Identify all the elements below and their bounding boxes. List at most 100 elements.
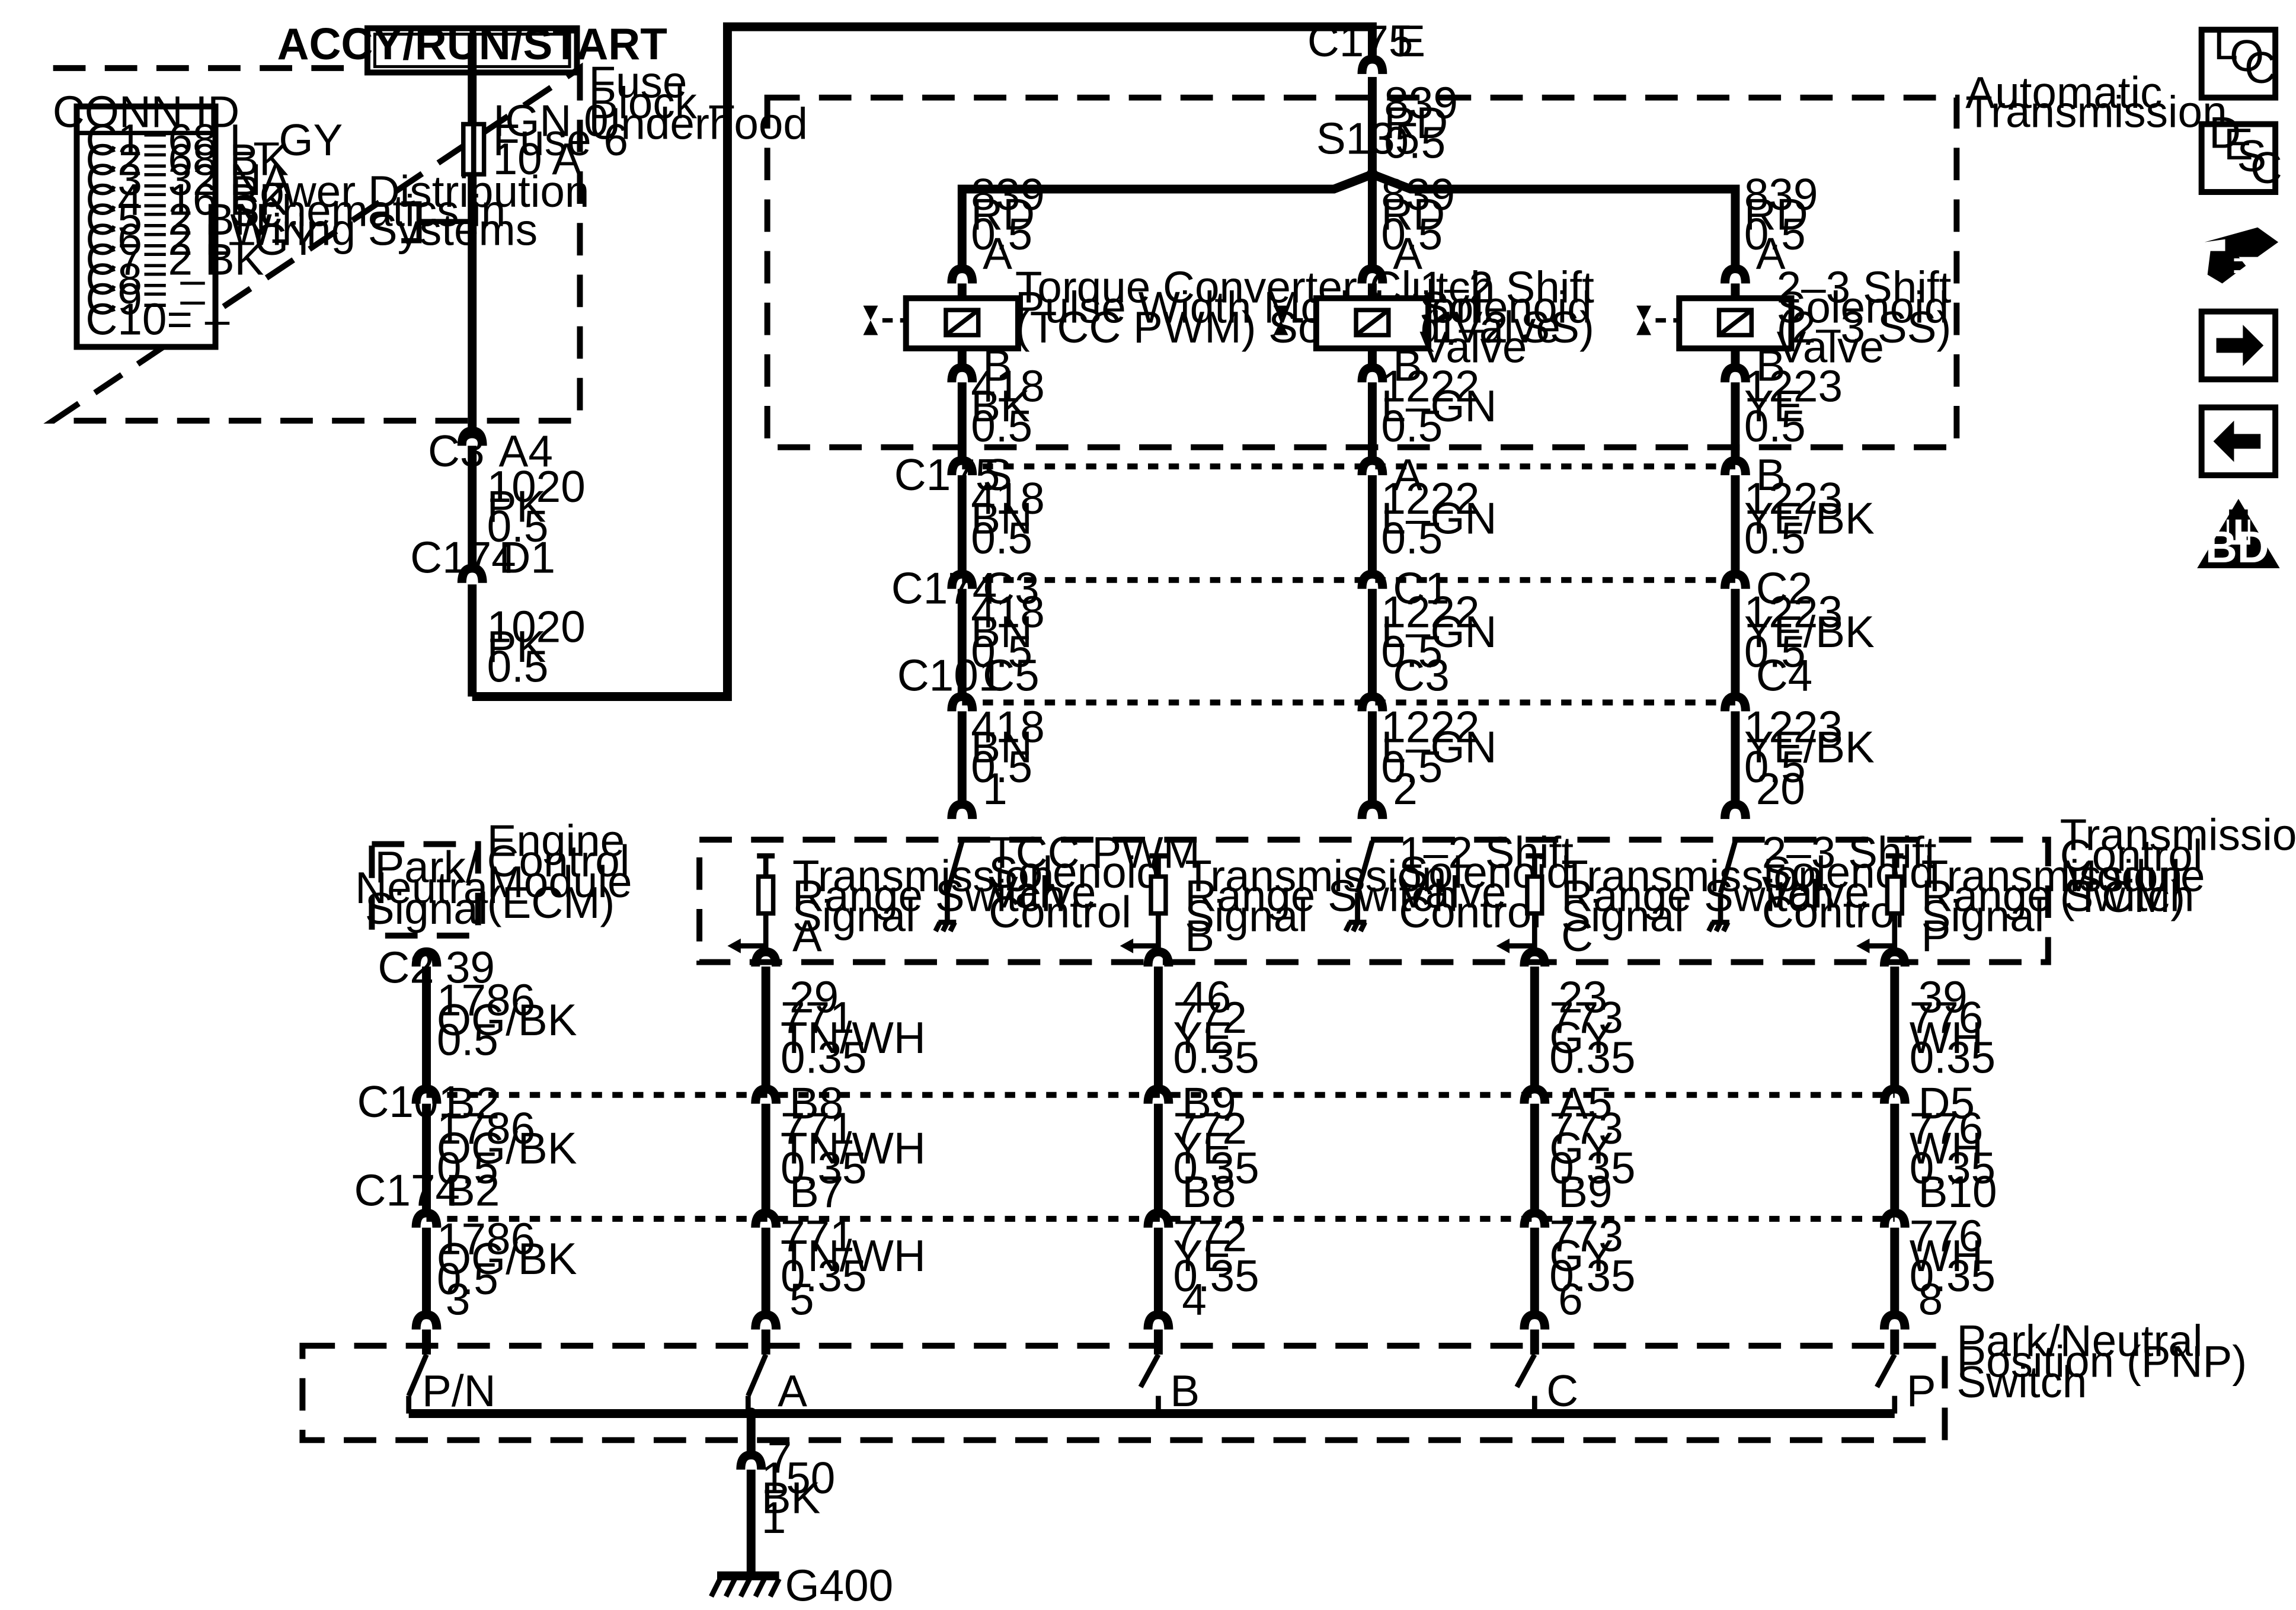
pnp-switch-outline [299,1343,1948,1443]
svg-text:Neutral: Neutral [355,863,498,913]
svg-text:OBD II: OBD II [2171,522,2296,572]
range-signal-b-c101-terminal [1143,1084,1173,1104]
power-distribution-ref: Power Distribution Schematics in Wiring … [230,167,589,255]
svg-text:Park/Neutral: Park/Neutral [1956,1315,2202,1365]
fuse-block-label-1: Fuse [589,57,687,107]
range-signal-c-label-line-3: Signal [1561,891,1684,940]
range-signal-c-wire-1-line-1: 773 [1549,993,1623,1042]
solenoid-2-tcm-label-line-3: Valve [1399,868,1506,917]
svg-text:Schematics in: Schematics in [230,185,506,235]
solenoid-2-pin-b: B [1393,341,1422,391]
solenoid-2-tcm-ground-icon [1343,920,1367,933]
solenoid-2-wire-c175-line-3: 0.5 [1381,513,1443,563]
solenoid-2-wire-b-line-2: L–GN [1381,381,1496,431]
range-signal-a-label-line-3: Signal [792,891,916,940]
solenoid-1-pin-a: A [983,228,1012,278]
solenoid-3-pin-a: A [1756,228,1786,278]
solenoid-3-c101-terminal [1721,692,1750,712]
range-signal-p-label-line-1: Transmission [1921,851,2183,901]
range-signal-p-label-line-3: Signal [1921,891,2045,940]
solenoid-1-wire-top-line-3: 0.5 [971,209,1032,259]
solenoid-1-c174-pin: C3 [983,564,1039,613]
ground-wire-line-2: BK [762,1473,821,1523]
solenoid-3-wire-top-line-2: RD [1744,190,1808,239]
solenoid-2-wire-c174-line-2: L–GN [1381,607,1496,657]
fuse-ign0: IGN 0 Fuse 6 10 A [461,34,628,431]
desc-button[interactable]: D E S C [2198,107,2282,196]
ground-wire-line-1: 150 [762,1453,836,1503]
solenoid-1-wire-c101-line-2: BN [971,722,1032,772]
svg-text:Position (PNP): Position (PNP) [1956,1336,2247,1386]
range-signal-c-resistor-icon [1525,874,1544,916]
c175-top-terminal [1357,55,1387,75]
solenoid-1-wire-c174-line-2: BN [971,607,1032,657]
solenoid-3-tcm-ground-icon [1706,920,1731,933]
range-signal-b-c101-pin: B9 [1182,1078,1236,1128]
solenoid-1-wire-c101-line-1: 418 [971,702,1045,752]
conn-id-row: C8= – [85,254,205,304]
solenoid-1-c101-terminal [947,692,977,712]
solenoid-2-label-line-1: 1–2 Shift [1419,263,1594,312]
solenoid-3-wire-c174-line-3: 0.5 [1744,627,1806,677]
range-signal-b-c174-pin: B8 [1182,1167,1236,1217]
solenoid-2-c174-terminal [1357,569,1387,590]
range-signal-a-wire-1-line-3: 0.35 [781,1032,866,1082]
solenoid-3-wire-top-line-1: 839 [1744,169,1818,219]
c175-top-label: C175 [1307,16,1414,66]
next-arrow-button[interactable] [2198,308,2279,383]
svg-text:Module: Module [2060,851,2205,901]
pnp-label: Park/Neutral Position (PNP) Switch [1956,1315,2247,1407]
range-signal-p-wire-2-line-3: 0.35 [1910,1143,1996,1193]
solenoid-2-wire-c174-line-3: 0.5 [1381,627,1443,677]
wire-839-main-line-3: 0.5 [1384,118,1446,168]
wire-1020-upper-line-1: 1020 [487,462,586,511]
solenoid-1-wire-b-line-3: 0.5 [971,401,1032,451]
svg-text:Power Distribution: Power Distribution [230,167,589,216]
solenoid-2-c174-pin: C1 [1393,564,1449,613]
s135-splice [1366,168,1379,181]
solenoid-3-tcm-label-line-4: Control [1762,887,1905,937]
ecm-pnp-terminal [411,1310,442,1330]
svg-text:Control: Control [2060,830,2203,880]
fuse-block-label-2: Block – [589,78,734,128]
solenoid-1-tcm-terminal [947,799,977,820]
solenoid-1-wire-c175-line-1: 418 [971,473,1045,523]
ecm-c101-terminal [411,1084,442,1104]
solenoid-1-c175-terminal [947,456,977,476]
svg-text:Switch: Switch [1956,1357,2087,1407]
obd-ii-icon[interactable]: II OBD II [2171,498,2296,572]
tcm-label: Transmission Control Module (TCM) [2060,809,2296,921]
solenoid-2-wire-c101-line-2: L–GN [1381,722,1496,772]
svg-text:C: C [2250,143,2282,193]
solenoid-3-label-line-3: (2–3 SS) [1777,302,1952,352]
range-signal-p-c174-terminal [1879,1208,1910,1228]
solenoid-2-wire-c174-line-1: 1222 [1381,587,1479,636]
range-signal-c-c101-pin: A5 [1558,1078,1612,1128]
solenoid-3-wire-c174-line-1: 1223 [1744,587,1843,636]
range-signal-p-label-line-4: P [1921,911,1951,961]
wire-1020-lower-line-1: 1020 [487,601,586,651]
wire-1786-c101-line-3: 0.5 [437,1143,498,1193]
c174-mid-label: C174 [891,564,997,613]
c174-left-terminal [457,564,487,584]
connector-diagnostic-icon[interactable] [2198,215,2282,290]
solenoid-2-pin-a-terminal [1357,264,1387,284]
ecm-c174-terminal [411,1208,442,1228]
range-signal-b-label-line-4: B [1185,911,1214,961]
ecm-c174-pin: B2 [446,1165,500,1215]
solenoid-3-c174-pin: C2 [1756,564,1812,613]
range-signal-b-label-line-1: Transmission [1185,851,1446,901]
svg-text:S: S [2237,131,2266,181]
solenoid-1-wire-top-line-1: 839 [971,169,1045,219]
solenoid-1-wire-c175-line-3: 0.5 [971,513,1032,563]
fuse-block-outline [43,62,583,424]
loc-button[interactable]: L O C [2198,19,2279,101]
arrow-left-icon [2213,420,2261,462]
d1-label: D1 [499,532,555,582]
solenoid-3-wire-c175-line-1: 1223 [1744,473,1843,523]
solenoid-1-tcm-label-line-1: TCC PWM [989,827,1200,877]
solenoid-2-tcm-label-line-1: 1–2 Shift [1399,827,1574,877]
prev-arrow-button[interactable] [2198,404,2279,479]
range-signal-p-label-line-2: Range Switch [1921,871,2195,921]
